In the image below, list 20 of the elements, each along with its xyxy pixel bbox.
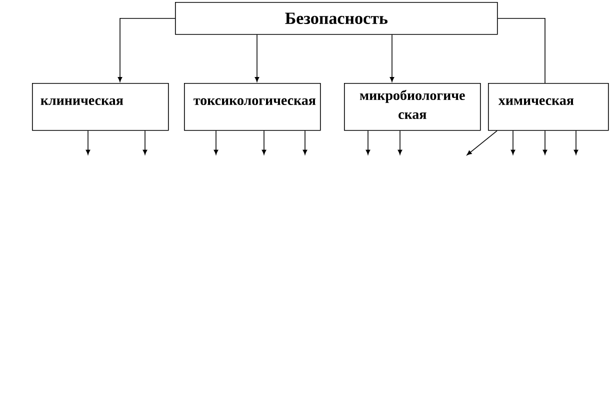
arrow: [466, 130, 498, 156]
arrow: [214, 130, 218, 155]
arrow: [262, 130, 266, 155]
arrow: [510, 130, 516, 155]
heading-box: Безопасность: [175, 2, 498, 35]
arrow: [142, 130, 148, 155]
arrow: [302, 130, 308, 155]
arrow: [574, 130, 578, 155]
category-box: клиническая: [32, 83, 169, 131]
arrow: [254, 34, 260, 82]
arrow: [398, 130, 402, 155]
arrow: [118, 18, 176, 82]
arrow: [86, 130, 90, 155]
connector-line: [497, 18, 546, 84]
arrow: [542, 130, 548, 155]
category-box: токсикологическая: [184, 83, 321, 131]
category-box: микробиологиче ская: [344, 83, 481, 131]
arrow: [366, 130, 370, 155]
category-box: химическая: [488, 83, 609, 131]
arrow: [390, 34, 394, 82]
